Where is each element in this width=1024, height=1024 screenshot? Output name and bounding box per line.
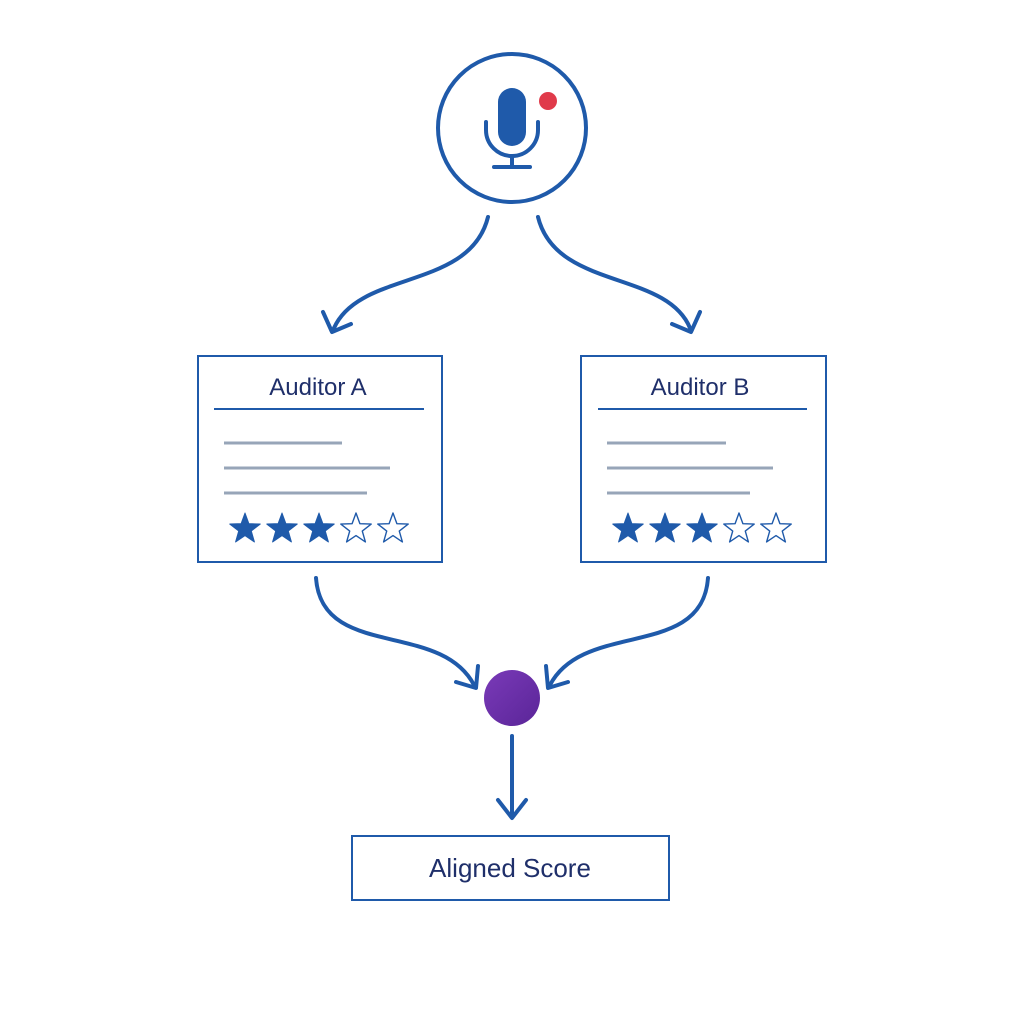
merge-to-result-arrow	[496, 734, 528, 820]
recording-dot-icon	[539, 92, 557, 110]
source-to-auditor-b-arrow	[536, 215, 702, 334]
star-filled-icon	[612, 512, 644, 543]
star-filled-icon	[649, 512, 681, 543]
auditor-b-title: Auditor B	[651, 374, 750, 401]
aligned-score-box: Aligned Score	[351, 835, 670, 901]
auditor-a-card: Auditor A	[197, 355, 443, 563]
auditor-a-star-rating	[229, 512, 409, 543]
star-filled-icon	[303, 512, 335, 543]
auditor-b-card: Auditor B	[580, 355, 827, 563]
star-filled-icon	[229, 512, 261, 543]
auditor-b-star-rating	[612, 512, 792, 543]
microphone-icon	[484, 88, 540, 169]
star-empty-icon	[340, 512, 372, 543]
source-node	[436, 52, 588, 204]
star-empty-icon	[377, 512, 409, 543]
source-to-auditor-a-arrow	[321, 215, 490, 334]
auditor-a-to-merge-arrow	[314, 576, 480, 690]
aligned-score-border	[351, 835, 670, 901]
star-filled-icon	[686, 512, 718, 543]
merge-node-icon	[484, 670, 540, 726]
star-empty-icon	[760, 512, 792, 543]
auditor-b-to-merge-arrow	[544, 576, 710, 690]
star-empty-icon	[723, 512, 755, 543]
aligned-score-label: Aligned Score	[429, 853, 591, 883]
star-filled-icon	[266, 512, 298, 543]
auditor-a-title: Auditor A	[269, 374, 366, 401]
